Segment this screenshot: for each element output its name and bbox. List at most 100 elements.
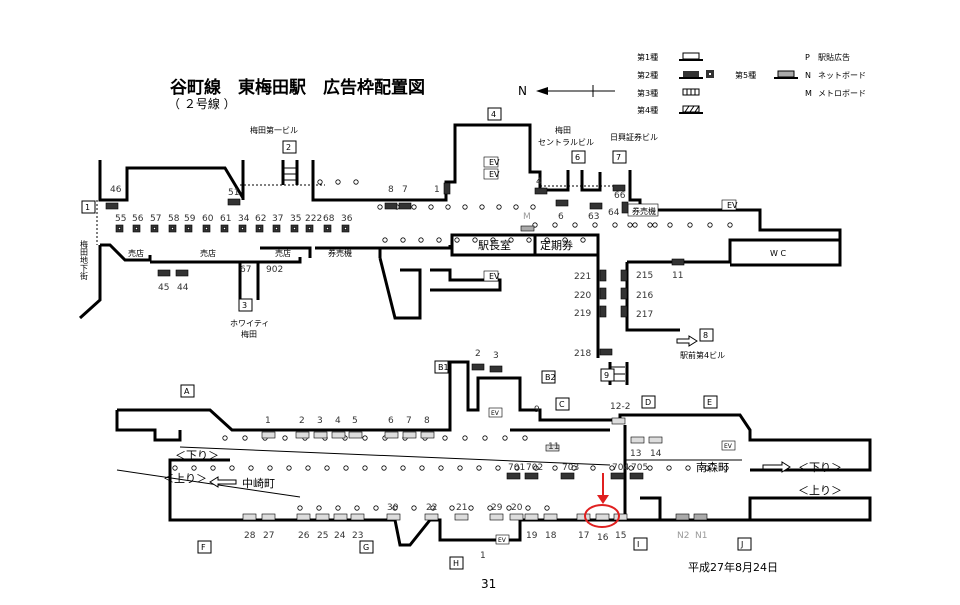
column bbox=[267, 465, 273, 471]
room-label: EV bbox=[489, 158, 500, 167]
column bbox=[343, 465, 349, 471]
column bbox=[317, 179, 323, 185]
ad-frame-inner bbox=[187, 227, 190, 230]
column bbox=[222, 435, 228, 441]
room-label: EV bbox=[491, 410, 500, 417]
room-box bbox=[483, 168, 499, 180]
north-label: N bbox=[518, 84, 527, 98]
ad-label: 16 bbox=[597, 533, 609, 543]
exit-box bbox=[449, 556, 464, 570]
legend-code-p-label: 駅貼広告 bbox=[818, 52, 850, 62]
column bbox=[324, 465, 330, 471]
ad-frame-type2 bbox=[157, 269, 171, 277]
column bbox=[462, 435, 468, 441]
room-label: EV bbox=[498, 537, 507, 544]
ad-label: N1 bbox=[695, 531, 707, 541]
column bbox=[627, 222, 633, 228]
column bbox=[248, 465, 254, 471]
ad-frame-type2 bbox=[620, 269, 628, 282]
column bbox=[454, 237, 460, 243]
exit-box bbox=[197, 540, 212, 554]
ad-label: 37 bbox=[272, 214, 283, 224]
ad-label: 18 bbox=[545, 531, 557, 541]
ad-label: 60 bbox=[202, 214, 214, 224]
ad-frame-type1 bbox=[648, 436, 663, 444]
ad-label: 13 bbox=[630, 449, 641, 459]
ad-label: 45 bbox=[158, 283, 169, 293]
room-label: 売店 bbox=[275, 248, 291, 258]
ad-frame-inner bbox=[241, 227, 244, 230]
legend-type-2: 第2種 bbox=[637, 70, 658, 80]
ad-label: 1 bbox=[480, 551, 486, 561]
room-label: 券売機 bbox=[632, 206, 656, 216]
ad-label: 2 bbox=[475, 349, 481, 359]
ad-frame-type2 bbox=[443, 182, 451, 195]
room-label: EV bbox=[489, 272, 500, 281]
ad-frame-type2 bbox=[398, 202, 412, 210]
ad-label: 24 bbox=[334, 531, 346, 541]
column bbox=[282, 435, 288, 441]
ad-label: 46 bbox=[110, 185, 122, 195]
ad-frame-type1 bbox=[630, 436, 645, 444]
column bbox=[362, 465, 368, 471]
ad-frame-inner bbox=[118, 227, 121, 230]
red-arrowhead-icon bbox=[597, 495, 609, 504]
ad-frame-type1 bbox=[509, 513, 524, 521]
exit-box bbox=[633, 537, 648, 551]
column bbox=[462, 204, 468, 210]
ad-label: 3 bbox=[317, 416, 323, 426]
column bbox=[392, 505, 398, 511]
room-box bbox=[495, 534, 510, 545]
ad-label: M bbox=[523, 212, 531, 222]
column bbox=[495, 465, 501, 471]
ad-frame-type1 bbox=[489, 513, 504, 521]
ad-label: 6 bbox=[558, 212, 564, 222]
column bbox=[381, 465, 387, 471]
column bbox=[411, 204, 417, 210]
lower-floor-walls bbox=[115, 360, 872, 547]
date-label: 平成27年8月24日 bbox=[688, 560, 778, 574]
column bbox=[502, 435, 508, 441]
exit-box bbox=[487, 107, 502, 121]
ad-frame-type1 bbox=[313, 431, 328, 439]
direction-label: 中崎町 bbox=[242, 476, 275, 490]
ad-frame-inner bbox=[258, 227, 261, 230]
ad-frame-type2 bbox=[524, 472, 539, 480]
ad-frame-type1 bbox=[350, 513, 365, 521]
column bbox=[590, 465, 596, 471]
column bbox=[666, 465, 672, 471]
ad-frame-inner bbox=[153, 227, 156, 230]
room-box bbox=[483, 156, 499, 168]
exit-box bbox=[555, 397, 570, 411]
exit-box bbox=[541, 370, 556, 384]
column bbox=[354, 505, 360, 511]
legend-type-1: 第1種 bbox=[637, 52, 658, 62]
column bbox=[428, 204, 434, 210]
ad-frame-type2 bbox=[175, 269, 189, 277]
exit-box bbox=[434, 360, 449, 374]
ad-frame-type1 bbox=[384, 431, 399, 439]
place-label: 梅田第一ビル bbox=[250, 125, 298, 135]
ad-frame-type2 bbox=[629, 472, 644, 480]
ad-frame-type2 bbox=[105, 202, 119, 210]
column bbox=[685, 465, 691, 471]
column bbox=[525, 505, 531, 511]
ad-label: 8 bbox=[424, 416, 430, 426]
ad-label: 56 bbox=[132, 214, 144, 224]
column bbox=[411, 505, 417, 511]
ad-frame-inner bbox=[308, 227, 311, 230]
exit-number: E bbox=[707, 398, 712, 407]
exit-number: J bbox=[740, 540, 743, 549]
room-box bbox=[721, 440, 736, 451]
column bbox=[419, 465, 425, 471]
ad-label: 4 bbox=[536, 177, 542, 187]
room-label: EV bbox=[489, 170, 500, 179]
ad-label: 704 bbox=[612, 463, 629, 473]
ad-label: 19 bbox=[526, 531, 538, 541]
column bbox=[418, 237, 424, 243]
exit-box bbox=[359, 540, 374, 554]
ad-label: 6 bbox=[388, 416, 394, 426]
column bbox=[362, 435, 368, 441]
column bbox=[377, 204, 383, 210]
column bbox=[544, 237, 550, 243]
